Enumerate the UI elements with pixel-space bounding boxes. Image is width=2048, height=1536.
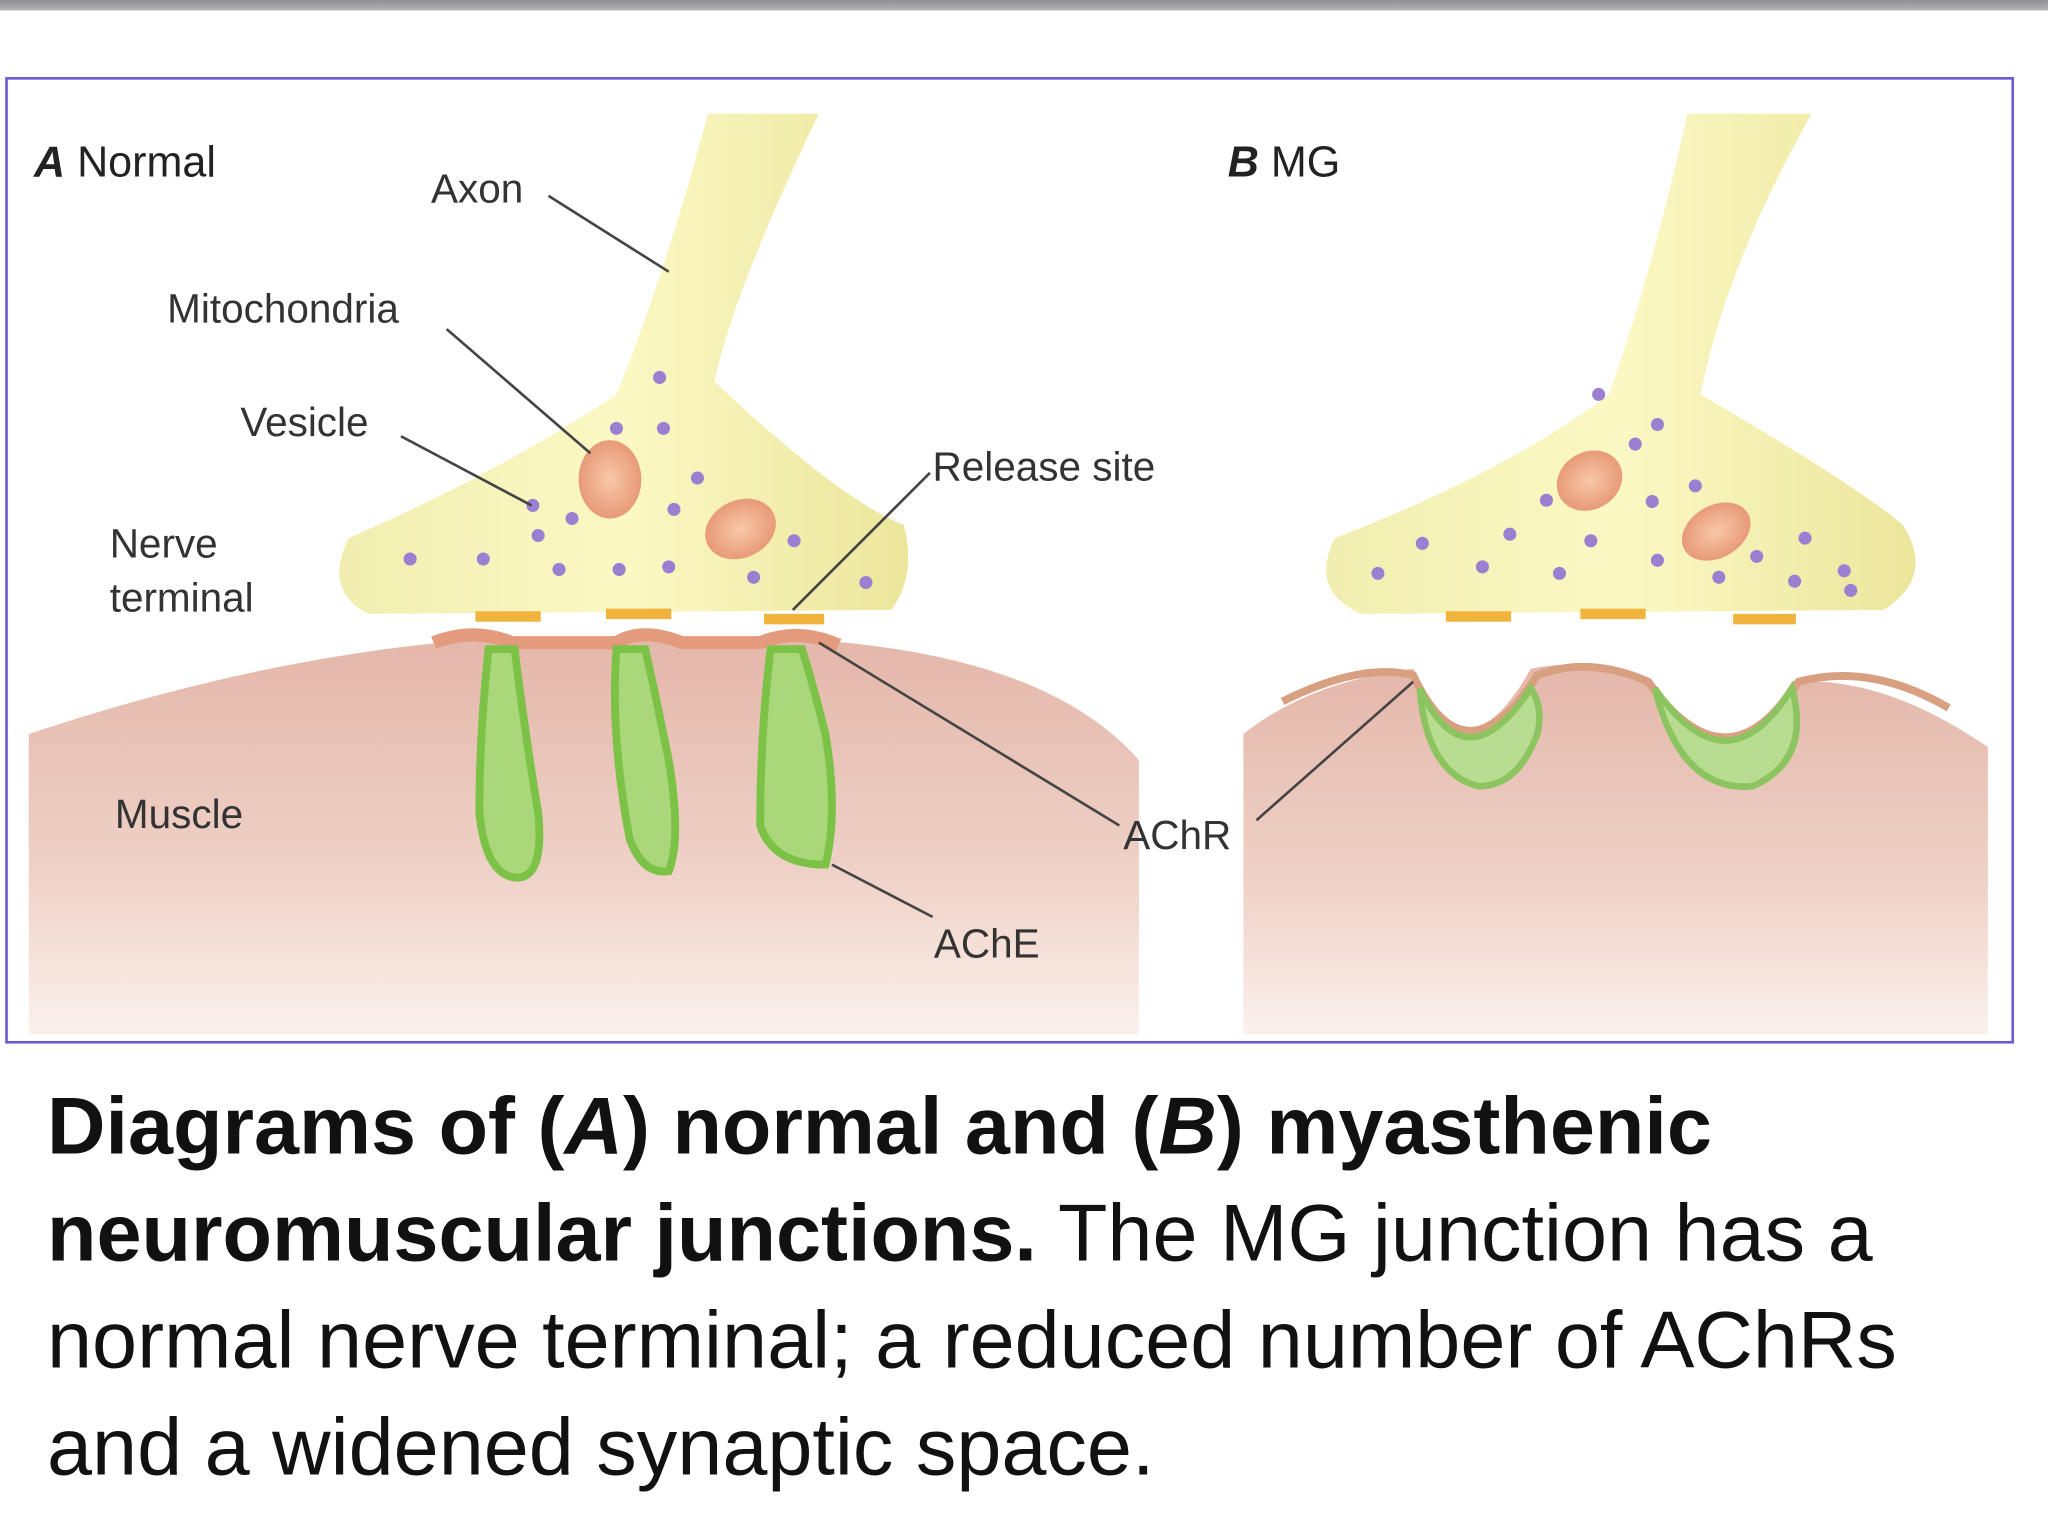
label-terminal: terminal — [110, 574, 254, 620]
nmj-diagram: A Normal B MG Axon Mitochondria Vesicle … — [28, 113, 1988, 1035]
panel-a-title: A Normal — [33, 138, 216, 186]
label-ache: AChE — [934, 920, 1040, 966]
top-bar — [0, 0, 2048, 11]
mitochondrion — [1556, 450, 1623, 511]
label-muscle: Muscle — [115, 791, 243, 837]
panel-b-title: B MG — [1228, 138, 1341, 186]
mitochondrion — [578, 440, 642, 519]
muscle-a — [28, 639, 1139, 1035]
synaptic-folds-b — [1416, 680, 1801, 790]
vesicles-b — [1371, 387, 1858, 597]
label-release-site: Release site — [933, 444, 1156, 490]
diagram-frame: A Normal B MG Axon Mitochondria Vesicle … — [5, 77, 2015, 1044]
nerve-terminal-a — [339, 113, 909, 614]
label-nerve: Nerve — [110, 521, 218, 567]
mitochondrion — [705, 498, 776, 560]
leader-lines — [400, 194, 1415, 919]
label-achr: AChR — [1123, 812, 1231, 858]
postsynaptic-membrane-a — [431, 628, 842, 652]
figure-caption: Diagrams of (A) normal and (B) myastheni… — [47, 1081, 1897, 1493]
label-axon: Axon — [431, 165, 523, 211]
synaptic-folds-a — [475, 645, 836, 882]
postsynaptic-membrane-b — [1280, 662, 1951, 742]
muscle-b — [1243, 664, 1988, 1035]
nerve-terminal-b — [1326, 113, 1916, 614]
release-sites-b — [1445, 608, 1796, 625]
vesicles-a — [403, 370, 873, 590]
label-vesicle: Vesicle — [240, 399, 368, 445]
mitochondrion — [1681, 502, 1751, 561]
label-mitochondria: Mitochondria — [167, 286, 399, 332]
release-sites-a — [475, 608, 825, 625]
